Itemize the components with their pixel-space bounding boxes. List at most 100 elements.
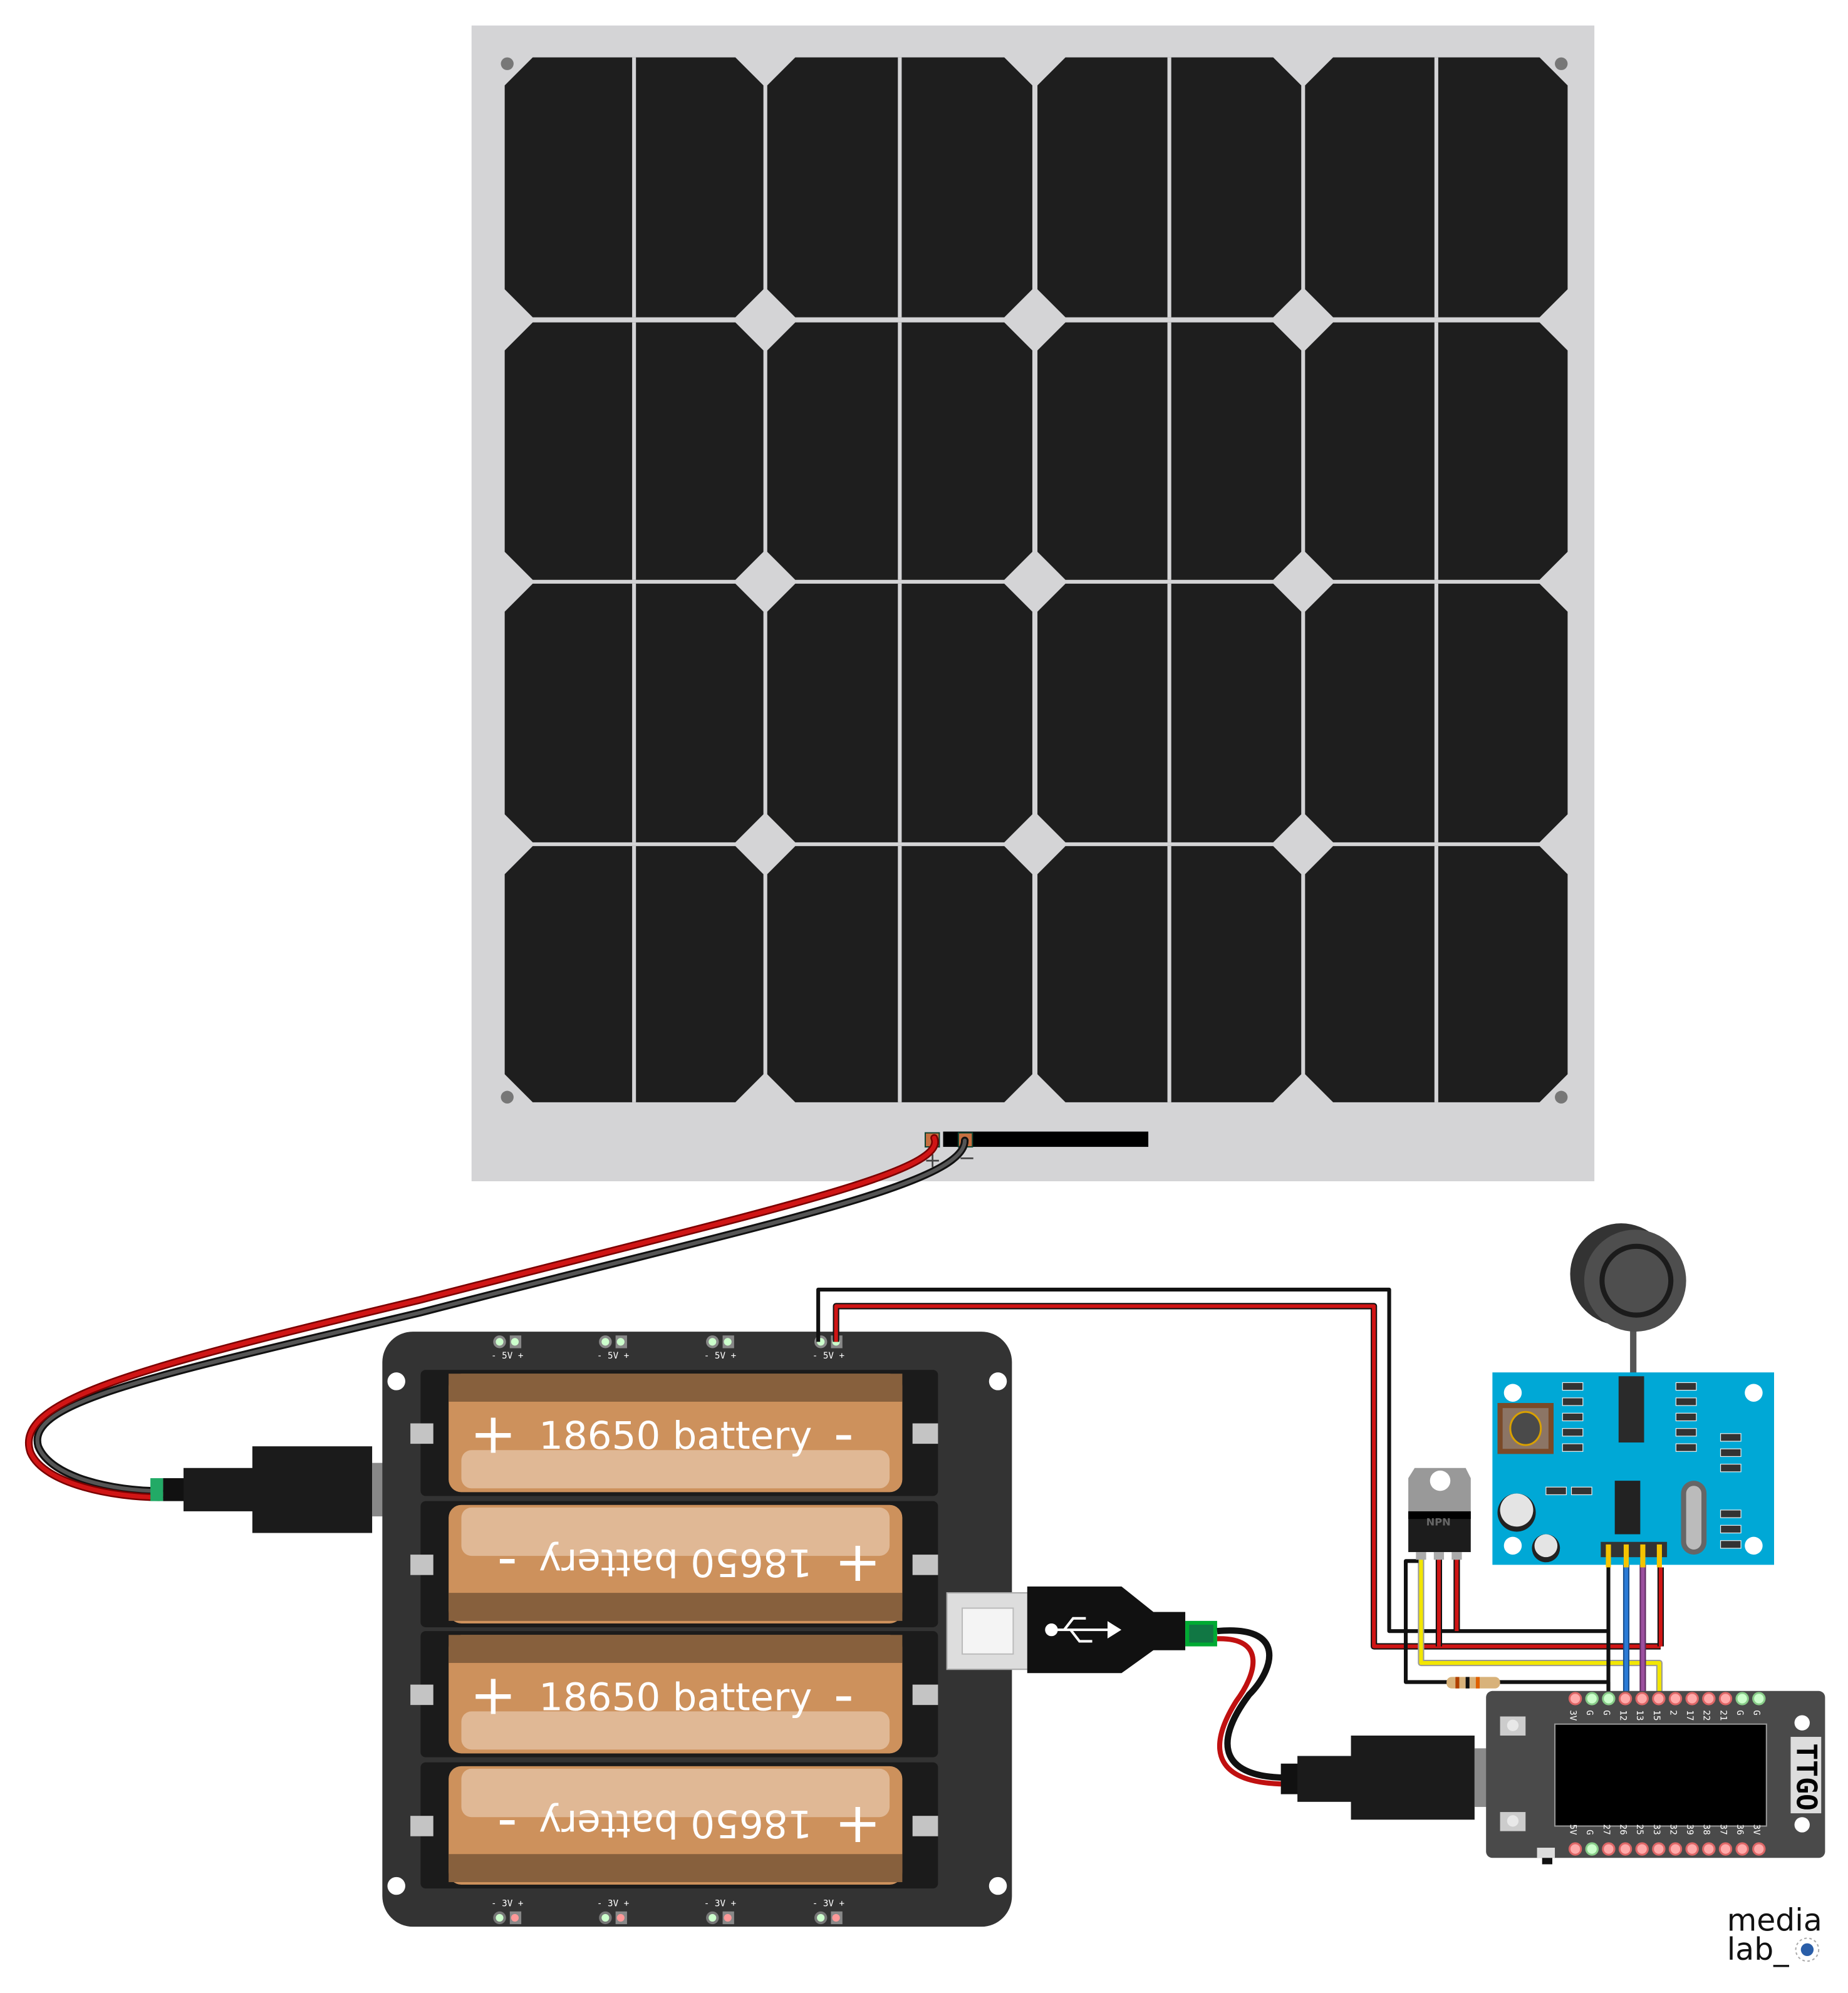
ttgo-pin-label: 32	[1668, 1825, 1678, 1835]
usb-cable-red	[1217, 1636, 1287, 1787]
ttgo-pin-label: G	[1752, 1710, 1762, 1716]
battery-minus-sign: -	[497, 1532, 517, 1597]
ttgo-pin[interactable]	[1718, 1692, 1733, 1706]
output-3v-label: - 3V +	[704, 1899, 736, 1909]
battery-18650: 18650 battery + -	[449, 1504, 903, 1623]
ttgo-pin[interactable]	[1735, 1692, 1749, 1706]
output-3v: - 3V +	[597, 1899, 629, 1925]
ttgo-pin-label: 38	[1701, 1825, 1711, 1835]
usb-a-plug[interactable]	[946, 1586, 1217, 1674]
ttgo-pin[interactable]	[1685, 1692, 1699, 1706]
battery-slot: 18650 battery + -	[410, 1501, 938, 1628]
wiring	[816, 1287, 1664, 1699]
battery-slot: 18650 battery + -	[410, 1370, 938, 1496]
output-3v: - 3V +	[491, 1899, 523, 1925]
solar-cells	[504, 57, 1568, 1102]
ttgo-pin-label: 5V	[1567, 1825, 1577, 1836]
output-5v-label: - 5V +	[812, 1351, 844, 1361]
ttgo-pin[interactable]	[1585, 1842, 1599, 1856]
ttgo-pin-label: 15	[1651, 1710, 1661, 1721]
output-5v: - 5V +	[491, 1335, 523, 1361]
battery-label: 18650 battery	[539, 1414, 812, 1458]
ttgo-pin-label: G	[1584, 1710, 1594, 1716]
battery-minus-sign: -	[834, 1662, 854, 1727]
battery-18650: 18650 battery + -	[449, 1766, 903, 1885]
barrel-plug-input	[150, 1446, 385, 1533]
ttgo-pin[interactable]	[1718, 1842, 1733, 1856]
ttgo-pin[interactable]	[1668, 1692, 1683, 1706]
ultrasonic-sensor-board	[1492, 1223, 1774, 1568]
usb-cable	[1217, 1627, 1287, 1781]
battery-label: 18650 battery	[539, 1801, 812, 1846]
ttgo-pin[interactable]	[1752, 1842, 1766, 1856]
ttgo-pin-label: 3V	[1567, 1710, 1577, 1721]
wire-black-battery	[816, 1287, 1609, 1633]
battery-plus-sign: +	[470, 1401, 517, 1466]
npn-label: NPN	[1426, 1516, 1451, 1528]
output-3v: - 3V +	[704, 1899, 736, 1925]
ttgo-pin[interactable]	[1652, 1692, 1666, 1706]
svg-text:media: media	[1727, 1902, 1822, 1938]
ttgo-pin[interactable]	[1635, 1842, 1649, 1856]
output-3v: - 3V +	[812, 1899, 844, 1925]
ttgo-pin[interactable]	[1668, 1842, 1683, 1856]
battery-plus-sign: +	[834, 1793, 881, 1858]
junction-box	[943, 1131, 1149, 1147]
ttgo-pin[interactable]	[1752, 1692, 1766, 1706]
ttgo-pin[interactable]	[1602, 1692, 1616, 1706]
ttgo-logo: TTGO	[1790, 1743, 1824, 1811]
output-5v-label: - 5V +	[704, 1351, 736, 1361]
battery-slot: 18650 battery + -	[410, 1631, 938, 1757]
battery-plus-sign: +	[470, 1662, 517, 1727]
npn-transistor: NPN	[1408, 1468, 1471, 1560]
media-lab-logo: media lab_	[1727, 1902, 1822, 1967]
solar-panel: + −	[471, 25, 1595, 1182]
battery-plus-sign: +	[834, 1532, 881, 1597]
ttgo-pin-label: 21	[1718, 1710, 1728, 1721]
battery-label: 18650 battery	[539, 1675, 812, 1719]
usb-icon	[1045, 1617, 1122, 1643]
output-5v-label: - 5V +	[491, 1351, 523, 1361]
sensor-header	[1601, 1541, 1668, 1568]
output-3v-label: - 3V +	[491, 1899, 523, 1909]
ttgo-pin-label: G	[1735, 1710, 1745, 1716]
ttgo-pin-label: 12	[1617, 1710, 1627, 1721]
ttgo-pin-label: 2	[1668, 1710, 1678, 1716]
ttgo-pin[interactable]	[1618, 1692, 1633, 1706]
ttgo-pin[interactable]	[1568, 1842, 1582, 1856]
resistor	[1446, 1677, 1500, 1689]
svg-text:lab_: lab_	[1727, 1932, 1789, 1967]
ttgo-pin-label: 36	[1735, 1825, 1745, 1835]
ttgo-pin-label: G	[1584, 1830, 1594, 1835]
battery-minus-sign: -	[834, 1401, 854, 1466]
output-5v-label: - 5V +	[597, 1351, 629, 1361]
ttgo-pin[interactable]	[1702, 1842, 1716, 1856]
output-3v-label: - 3V +	[597, 1899, 629, 1909]
ttgo-pin[interactable]	[1585, 1692, 1599, 1706]
ttgo-pin[interactable]	[1568, 1692, 1582, 1706]
ttgo-pin[interactable]	[1685, 1842, 1699, 1856]
ttgo-pin-label: 25	[1634, 1825, 1644, 1835]
ttgo-pin-label: G	[1601, 1710, 1611, 1716]
battery-label: 18650 battery	[539, 1540, 812, 1585]
ttgo-pin[interactable]	[1735, 1842, 1749, 1856]
ttgo-pin[interactable]	[1702, 1692, 1716, 1706]
battery-slot: 18650 battery + -	[410, 1762, 938, 1889]
ttgo-pin[interactable]	[1602, 1842, 1616, 1856]
ttgo-pin[interactable]	[1618, 1842, 1633, 1856]
output-5v: - 5V +	[597, 1335, 629, 1361]
ttgo-pin-label: 33	[1651, 1825, 1661, 1835]
ttgo-pin-label: 39	[1684, 1825, 1695, 1835]
ttgo-pin[interactable]	[1652, 1842, 1666, 1856]
ttgo-pin-label: 27	[1601, 1825, 1611, 1835]
ttgo-pin[interactable]	[1635, 1692, 1649, 1706]
battery-minus-sign: -	[497, 1793, 517, 1858]
lcd-screen	[1554, 1723, 1767, 1827]
ttgo-pin-label: 3V	[1752, 1825, 1762, 1836]
ttgo-pin-label: 26	[1617, 1825, 1627, 1835]
globe-icon	[1800, 1943, 1814, 1956]
battery-18650: 18650 battery + -	[449, 1374, 903, 1493]
battery-pack: 18650 battery+-18650 battery+-18650 batt…	[382, 1332, 1012, 1927]
